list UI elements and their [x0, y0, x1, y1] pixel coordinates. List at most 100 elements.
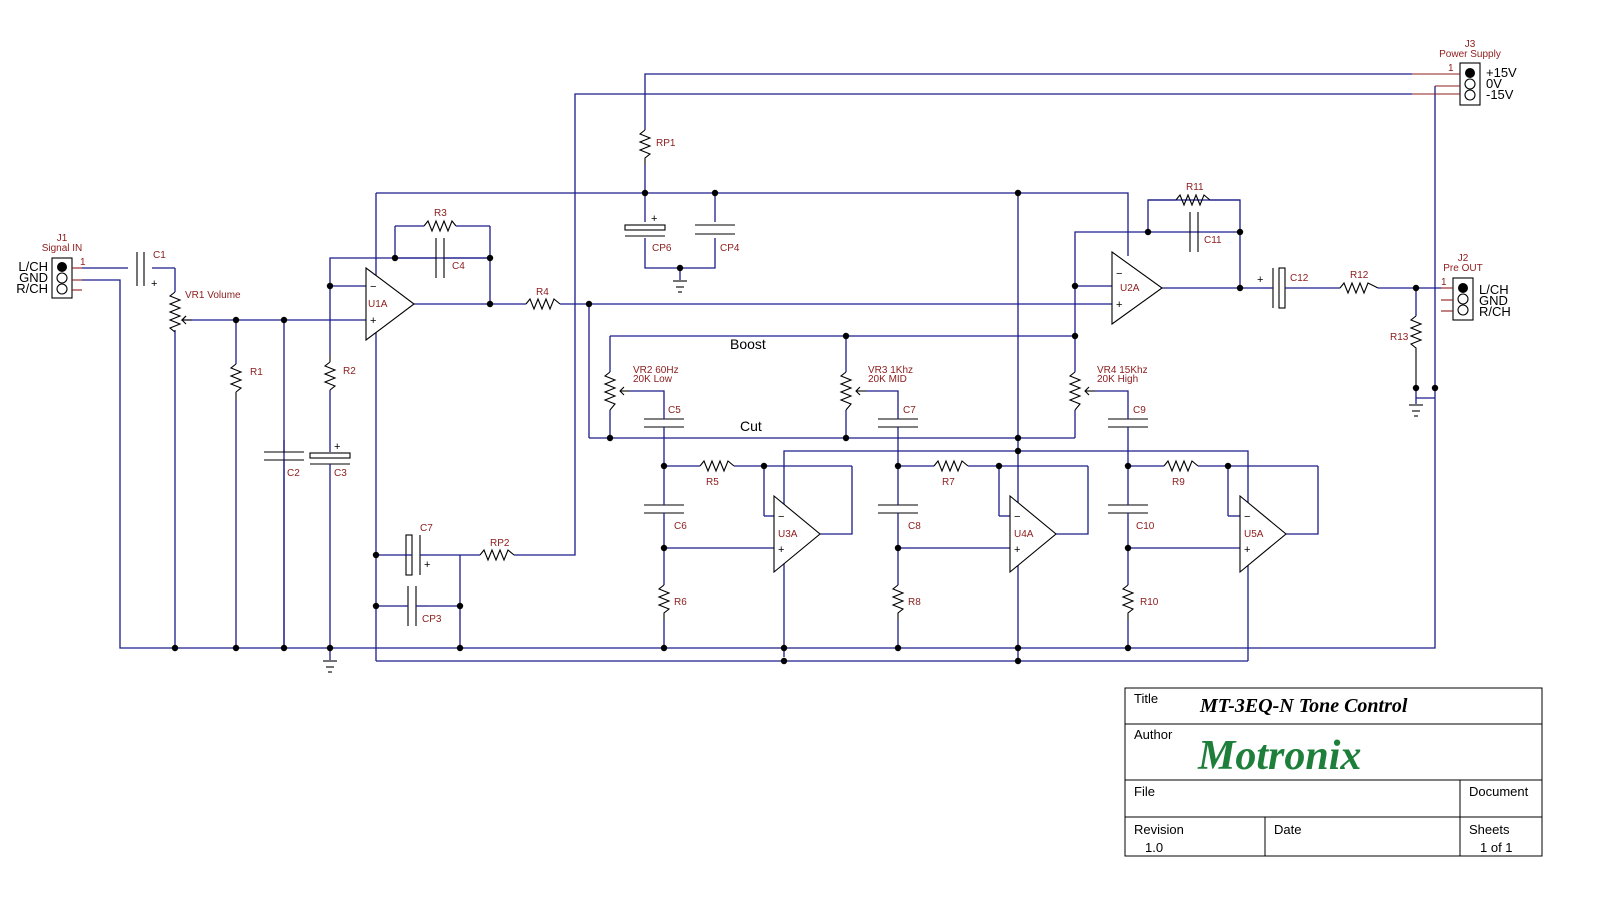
connector-j3: J3 Power Supply 1 +15V 0V -15V — [1412, 39, 1517, 106]
c7-mid-ref: C7 — [903, 405, 916, 416]
r4-ref: R4 — [536, 287, 549, 298]
resistor-r12: R12 — [1339, 270, 1379, 295]
resistor-r10: R10 — [1121, 584, 1159, 620]
revision-label: Revision — [1134, 822, 1184, 837]
c7-input-plus: + — [424, 559, 430, 571]
j1-pin-gnd: GND — [19, 270, 48, 285]
vr1-ref: VR1 Volume — [185, 290, 241, 301]
u2a-plus: + — [1116, 299, 1122, 311]
j3-pin-plus15: +15V — [1486, 65, 1517, 80]
capacitor-c12: + C12 — [1257, 267, 1309, 309]
opamp-u5a: − + U5A — [1239, 494, 1287, 574]
j1-pin-lch: L/CH — [18, 259, 48, 274]
r7-ref: R7 — [942, 477, 955, 488]
date-label: Date — [1274, 822, 1301, 837]
capacitor-cp4: CP4 — [695, 224, 740, 254]
j1-pin-rch: R/CH — [16, 281, 48, 296]
potentiometer-vr3: VR3 1Khz 20K MID — [839, 365, 913, 411]
r1-ref: R1 — [250, 367, 263, 378]
capacitor-c4: C4 — [395, 238, 490, 278]
j1-ref: J1 — [57, 233, 68, 244]
title-block: Title MT-3EQ-N Tone Control Author Motro… — [1124, 687, 1543, 857]
u3a-minus: − — [778, 511, 784, 523]
j3-name: Power Supply — [1439, 49, 1501, 60]
author-logo: Motronix — [1197, 733, 1361, 779]
capacitor-c7-input: + C7 — [404, 523, 433, 576]
c1-ref: C1 — [153, 250, 166, 261]
r3-ref: R3 — [434, 208, 447, 219]
capacitor-cp6: + CP6 — [624, 213, 672, 254]
u3a-ref: U3A — [778, 529, 798, 540]
cp6-plus: + — [651, 213, 657, 225]
c11-ref: C11 — [1204, 235, 1222, 246]
sheets-value: 1 of 1 — [1480, 840, 1513, 855]
title-label: Title — [1134, 691, 1158, 706]
capacitor-c1: + C1 — [136, 250, 166, 290]
c6-ref: C6 — [674, 521, 687, 532]
j2-pin-rch: R/CH — [1479, 304, 1511, 319]
u5a-ref: U5A — [1244, 529, 1264, 540]
cp4-ref: CP4 — [720, 243, 740, 254]
resistor-r11: R11 — [1148, 182, 1240, 207]
r6-ref: R6 — [674, 597, 687, 608]
capacitor-c5: C5 — [644, 405, 684, 438]
u4a-ref: U4A — [1014, 529, 1034, 540]
resistor-r3: R3 — [394, 208, 491, 258]
connector-j2: J2 Pre OUT 1 L/CH GND R/CH — [1441, 253, 1511, 321]
j1-name: Signal IN — [42, 243, 83, 254]
opamp-u1a: − + U1A — [365, 266, 415, 342]
u5a-plus: + — [1244, 544, 1250, 556]
j3-pin-0v: 0V — [1486, 76, 1502, 91]
resistor-r5: R5 — [699, 459, 735, 488]
potentiometer-vr1: VR1 Volume — [168, 290, 241, 333]
r12-ref: R12 — [1350, 270, 1369, 281]
cut-label: Cut — [740, 418, 762, 434]
r10-ref: R10 — [1140, 597, 1159, 608]
vr2-label-2: 20K Low — [633, 374, 673, 385]
j3-ref: J3 — [1465, 39, 1476, 50]
j3-pin1: 1 — [1448, 63, 1454, 74]
j2-ref: J2 — [1458, 253, 1469, 264]
c3-plus: + — [334, 441, 340, 453]
opamp-u4a: − + U4A — [1009, 494, 1057, 574]
c8-ref: C8 — [908, 521, 921, 532]
resistor-r2: R2 — [323, 355, 356, 391]
u1a-minus: − — [370, 281, 376, 293]
resistor-r6: R6 — [657, 584, 687, 620]
r11-ref: R11 — [1186, 182, 1204, 193]
revision-value: 1.0 — [1145, 840, 1163, 855]
c7-input-ref: C7 — [420, 523, 433, 534]
resistor-r9: R9 — [1163, 459, 1199, 488]
ground-symbol-cp6 — [673, 280, 687, 293]
j1-pin1: 1 — [80, 257, 86, 268]
c4-ref: C4 — [452, 261, 465, 272]
opamp-u2a: − + U2A — [1111, 250, 1163, 326]
capacitor-c3: + C3 — [309, 441, 351, 485]
u4a-minus: − — [1014, 511, 1020, 523]
c9-ref: C9 — [1133, 405, 1146, 416]
c12-ref: C12 — [1290, 273, 1309, 284]
ground-symbol-output — [1409, 398, 1423, 417]
resistor-r13: R13 — [1390, 315, 1423, 388]
c10-ref: C10 — [1136, 521, 1155, 532]
vr4-label-1: VR4 15Khz — [1097, 365, 1148, 376]
c3-ref: C3 — [334, 468, 347, 479]
r13-ref: R13 — [1390, 332, 1409, 343]
j2-pin1: 1 — [1441, 277, 1447, 288]
capacitor-c7-mid: C7 — [878, 405, 918, 438]
u2a-ref: U2A — [1120, 283, 1140, 294]
r2-ref: R2 — [343, 366, 356, 377]
resistor-rp1: RP1 — [638, 129, 676, 165]
j2-name: Pre OUT — [1443, 263, 1482, 274]
j2-pin-gnd: GND — [1479, 293, 1508, 308]
c5-ref: C5 — [668, 405, 681, 416]
title-value: MT-3EQ-N Tone Control — [1199, 695, 1408, 717]
opamp-u3a: − + U3A — [773, 494, 821, 574]
boost-label: Boost — [730, 336, 766, 352]
u2a-minus: − — [1116, 268, 1122, 280]
sheets-label: Sheets — [1469, 822, 1510, 837]
rp2-ref: RP2 — [490, 538, 510, 549]
vr3-label-2: 20K MID — [868, 374, 907, 385]
potentiometer-vr2: VR2 60Hz 20K Low — [603, 365, 679, 411]
